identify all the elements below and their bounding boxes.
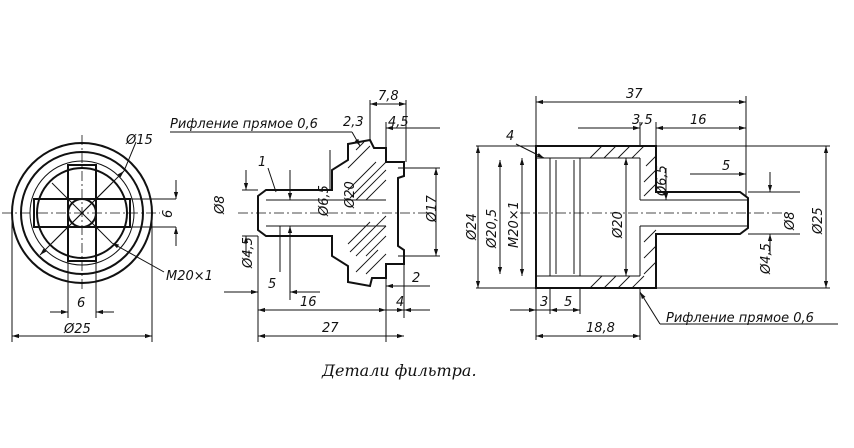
dim-thread-m20: M20×1 <box>166 269 213 284</box>
dim-diameter-25-right: Ø25 <box>811 207 826 235</box>
dim-diameter-6-5-right: Ø6,5 <box>655 165 670 197</box>
dim-16-middle: 16 <box>300 295 317 310</box>
dim-3-5: 3,5 <box>632 113 653 128</box>
middle-knurl-note: Рифление прямое 0,6 <box>170 117 318 132</box>
dim-thread-m20-right: M20×1 <box>507 201 522 248</box>
dim-4-5-top: 4,5 <box>388 115 409 130</box>
dim-18-8: 18,8 <box>586 321 615 336</box>
dim-7-8: 7,8 <box>378 89 399 104</box>
dim-5-right-top: 5 <box>722 159 730 174</box>
dim-diameter-24: Ø24 <box>465 213 480 241</box>
dim-diameter-20-5: Ø20,5 <box>485 209 500 249</box>
dim-diameter-25: Ø25 <box>63 322 91 337</box>
dim-2-3: 2,3 <box>343 115 364 130</box>
dim-diameter-8-middle: Ø8 <box>213 195 228 215</box>
right-knurl-note: Рифление прямое 0,6 <box>666 311 814 326</box>
dim-5-middle: 5 <box>268 277 276 292</box>
dim-diameter-4-5-middle: Ø4,5 <box>241 237 256 269</box>
right-section-hatching <box>589 145 657 289</box>
middle-section-hatching <box>347 141 387 275</box>
dim-diameter-4-5-right: Ø4,5 <box>759 243 774 275</box>
dim-2-middle: 2 <box>412 271 420 286</box>
dim-diameter-20-middle: Ø20 <box>343 181 358 209</box>
dim-diameter-8-right: Ø8 <box>783 211 798 231</box>
dim-5-right-bottom: 5 <box>564 295 572 310</box>
dim-16-right: 16 <box>690 113 707 128</box>
dim-diameter-17: Ø17 <box>425 194 440 223</box>
middle-leader-1: 1 <box>258 155 266 170</box>
figure-caption: Детали фильтра. <box>321 361 477 380</box>
right-part-view: 4 37 3,5 16 Ø24 Ø20,5 M20×1 Ø20 Ø6,5 5 <box>465 87 838 340</box>
dim-27-middle: 27 <box>322 321 339 336</box>
right-leader-4: 4 <box>506 129 514 144</box>
dim-slot-6: 6 <box>77 296 85 311</box>
dim-37: 37 <box>626 87 643 102</box>
dim-3-right: 3 <box>540 295 548 310</box>
dim-4-middle: 4 <box>396 295 404 310</box>
dim-diameter-15: Ø15 <box>125 133 153 148</box>
dim-diameter-20-right: Ø20 <box>611 211 626 239</box>
middle-part-view: Рифление прямое 0,6 1 7,8 2,3 4,5 Ø6,5 Ø… <box>170 89 440 342</box>
dim-rib-width-6: 6 <box>161 210 176 218</box>
dim-diameter-6-5-middle: Ø6,5 <box>317 185 332 217</box>
left-end-view: Ø15 6 M20×1 6 Ø25 <box>2 133 213 342</box>
